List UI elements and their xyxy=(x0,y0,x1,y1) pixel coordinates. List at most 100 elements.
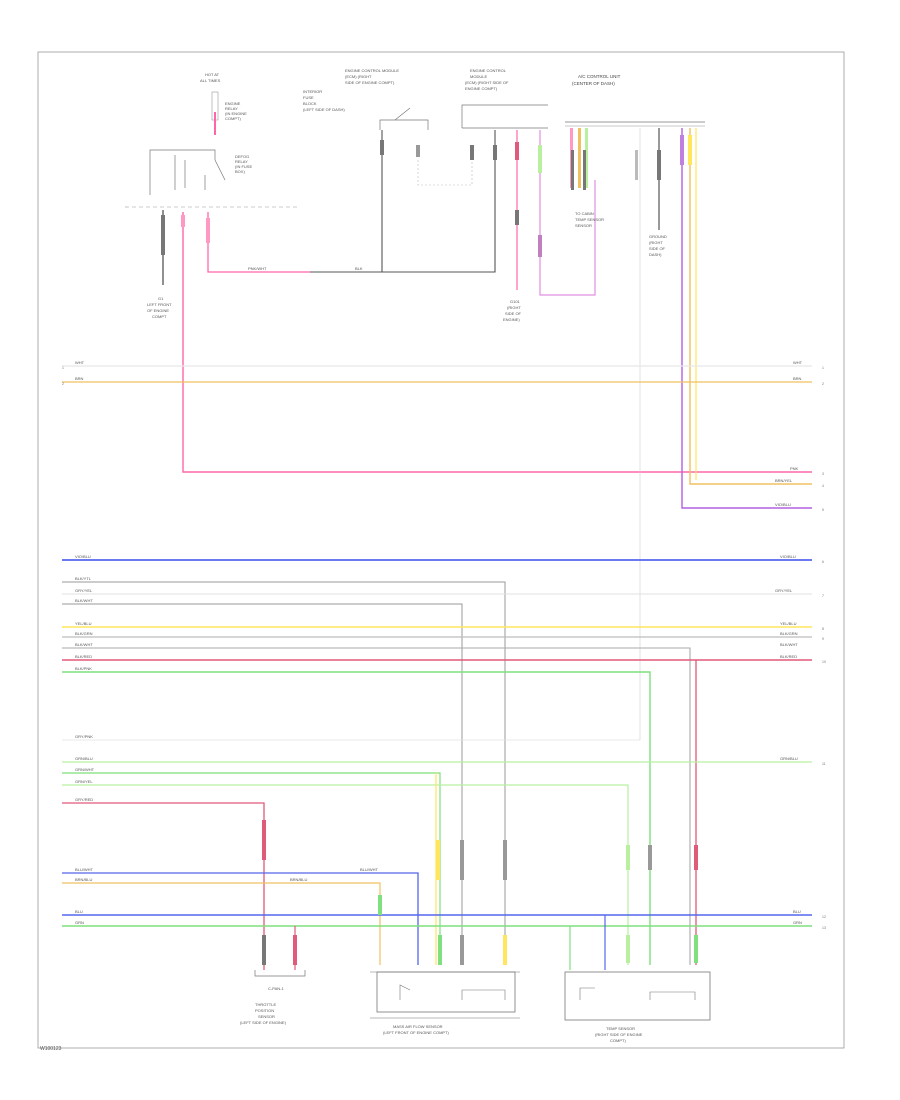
module-top: ENGINE CONTROL MODULE (ECM) (RIGHT SIDE … xyxy=(461,68,548,160)
svg-text:10: 10 xyxy=(822,660,826,664)
bottom-mid-sensor: MASS AIR FLOW SENSOR (LEFT FRONT OF ENGI… xyxy=(383,1024,450,1035)
svg-text:BLU: BLU xyxy=(75,909,83,914)
svg-text:POSITION: POSITION xyxy=(255,1008,274,1013)
svg-text:VIO/BLU: VIO/BLU xyxy=(75,554,91,559)
diagram-frame xyxy=(37,51,845,1049)
svg-text:(RIGHT: (RIGHT xyxy=(507,305,521,310)
svg-text:YEL/BLU: YEL/BLU xyxy=(780,621,797,626)
svg-text:SENSOR: SENSOR xyxy=(258,1014,275,1019)
svg-text:GRN/WHT: GRN/WHT xyxy=(75,767,95,772)
svg-text:ENGINE COMPT): ENGINE COMPT) xyxy=(465,86,498,91)
svg-text:GRY/RED: GRY/RED xyxy=(75,797,93,802)
svg-text:BRN/YEL: BRN/YEL xyxy=(775,478,793,483)
svg-text:5: 5 xyxy=(822,508,824,512)
svg-text:8: 8 xyxy=(822,627,824,631)
svg-text:BLK/GRN: BLK/GRN xyxy=(75,631,93,636)
svg-text:1: 1 xyxy=(822,366,824,370)
mass-air-flow-sensor xyxy=(376,971,516,1013)
svg-text:ENGINE): ENGINE) xyxy=(503,317,520,322)
fuse-block-top: HOT AT ALL TIMES xyxy=(200,72,221,135)
svg-text:THROTTLE: THROTTLE xyxy=(255,1002,276,1007)
bottom-right-sensor: TEMP SENSOR (RIGHT SIDE OF ENGINE COMPT) xyxy=(595,1026,643,1043)
svg-text:BLK: BLK xyxy=(355,266,363,271)
tcm-top: A/C CONTROL UNIT (CENTER OF DASH) xyxy=(565,74,705,127)
temp-sensor xyxy=(564,971,711,1021)
svg-text:GRN: GRN xyxy=(75,920,84,925)
relay-left: ENGINE RELAY (IN ENGINE COMPT) DEFOG REL… xyxy=(125,101,300,208)
svg-text:BLK/RED: BLK/RED xyxy=(75,654,92,659)
ground-left: G1 LEFT FRONT OF ENGINE COMPT xyxy=(147,296,172,319)
svg-text:DASH): DASH) xyxy=(649,252,662,257)
svg-text:ENGINE: ENGINE xyxy=(225,101,241,106)
svg-text:LEFT FRONT: LEFT FRONT xyxy=(147,302,172,307)
svg-text:1: 1 xyxy=(62,366,64,370)
svg-text:G1: G1 xyxy=(158,296,164,301)
svg-text:WHT: WHT xyxy=(75,360,85,365)
svg-text:SIDE OF: SIDE OF xyxy=(505,311,522,316)
svg-text:3: 3 xyxy=(822,472,824,476)
svg-text:G101: G101 xyxy=(510,299,521,304)
svg-text:6: 6 xyxy=(822,560,824,564)
svg-text:C-PAN-1: C-PAN-1 xyxy=(268,986,284,991)
svg-text:DEFOG: DEFOG xyxy=(235,154,249,159)
wire-pnk-main xyxy=(182,212,812,473)
svg-text:2: 2 xyxy=(822,382,824,386)
svg-text:WHT: WHT xyxy=(793,360,803,365)
svg-text:BLK/WHT: BLK/WHT xyxy=(75,642,93,647)
svg-text:9: 9 xyxy=(822,637,824,641)
svg-text:SENSOR: SENSOR xyxy=(575,223,592,228)
svg-text:GRN/BLU: GRN/BLU xyxy=(75,756,93,761)
svg-text:TO CABIN: TO CABIN xyxy=(575,211,594,216)
svg-text:GRY/YEL: GRY/YEL xyxy=(775,588,793,593)
svg-text:PNK: PNK xyxy=(790,466,799,471)
svg-text:BRN/BLU: BRN/BLU xyxy=(75,877,92,882)
svg-text:(LEFT SIDE OF ENGINE): (LEFT SIDE OF ENGINE) xyxy=(240,1020,287,1025)
svg-text:(IN FUSE: (IN FUSE xyxy=(235,164,252,169)
svg-text:RELAY: RELAY xyxy=(235,159,248,164)
svg-text:A/C CONTROL UNIT: A/C CONTROL UNIT xyxy=(578,74,621,79)
svg-text:11: 11 xyxy=(822,762,826,766)
svg-text:RELAY: RELAY xyxy=(225,106,238,111)
svg-text:COMPT): COMPT) xyxy=(610,1038,626,1043)
svg-text:(CENTER OF DASH): (CENTER OF DASH) xyxy=(572,81,615,86)
svg-text:13: 13 xyxy=(822,926,826,930)
svg-text:(ECM) (RIGHT: (ECM) (RIGHT xyxy=(345,74,372,79)
svg-text:4: 4 xyxy=(822,484,824,488)
svg-text:MODULE: MODULE xyxy=(470,74,487,79)
svg-text:ENGINE CONTROL MODULE: ENGINE CONTROL MODULE xyxy=(345,68,399,73)
svg-text:TEMP SENSOR: TEMP SENSOR xyxy=(606,1026,635,1031)
svg-text:(LEFT SIDE OF DASH): (LEFT SIDE OF DASH) xyxy=(303,107,345,112)
svg-text:BRN: BRN xyxy=(75,376,84,381)
svg-text:VIO/BLU: VIO/BLU xyxy=(780,554,796,559)
svg-text:OF ENGINE: OF ENGINE xyxy=(147,308,169,313)
svg-text:INTERIOR: INTERIOR xyxy=(303,89,322,94)
tcm-labels: TO CABIN TEMP SENSOR SENSOR GROUND (RIGH… xyxy=(575,211,667,257)
svg-text:BRN: BRN xyxy=(793,376,802,381)
svg-text:SIDE OF: SIDE OF xyxy=(649,246,666,251)
svg-text:GRY/PNK: GRY/PNK xyxy=(75,734,93,739)
svg-text:FUSE: FUSE xyxy=(303,95,314,100)
svg-text:BOX): BOX) xyxy=(235,169,245,174)
ground-mid: G101 (RIGHT SIDE OF ENGINE) xyxy=(503,299,522,322)
svg-text:VIO/BLU: VIO/BLU xyxy=(775,502,791,507)
svg-text:ENGINE CONTROL: ENGINE CONTROL xyxy=(470,68,507,73)
svg-text:BLU: BLU xyxy=(793,909,801,914)
svg-text:(ECM) (RIGHT SIDE OF: (ECM) (RIGHT SIDE OF xyxy=(465,80,509,85)
svg-text:BRN/BLU: BRN/BLU xyxy=(290,877,307,882)
svg-text:BLOCK: BLOCK xyxy=(303,101,317,106)
diagram-code: W100123 xyxy=(40,1046,62,1052)
switch-top: ENGINE CONTROL MODULE (ECM) (RIGHT SIDE … xyxy=(345,68,473,272)
svg-text:COMPT: COMPT xyxy=(152,314,167,319)
svg-text:BLK/RED: BLK/RED xyxy=(780,654,797,659)
svg-text:TEMP SENSOR: TEMP SENSOR xyxy=(575,217,604,222)
svg-text:PNK/WHT: PNK/WHT xyxy=(248,266,267,271)
svg-text:7: 7 xyxy=(822,594,824,598)
svg-text:BLK/GRN: BLK/GRN xyxy=(780,631,798,636)
svg-text:COMPT): COMPT) xyxy=(225,116,241,121)
svg-text:2: 2 xyxy=(62,382,64,386)
svg-text:BLK/WHT: BLK/WHT xyxy=(780,642,798,647)
svg-text:GRN/YEL: GRN/YEL xyxy=(75,779,93,784)
svg-text:GRY/YEL: GRY/YEL xyxy=(75,588,93,593)
svg-text:(IN ENGINE: (IN ENGINE xyxy=(225,111,247,116)
